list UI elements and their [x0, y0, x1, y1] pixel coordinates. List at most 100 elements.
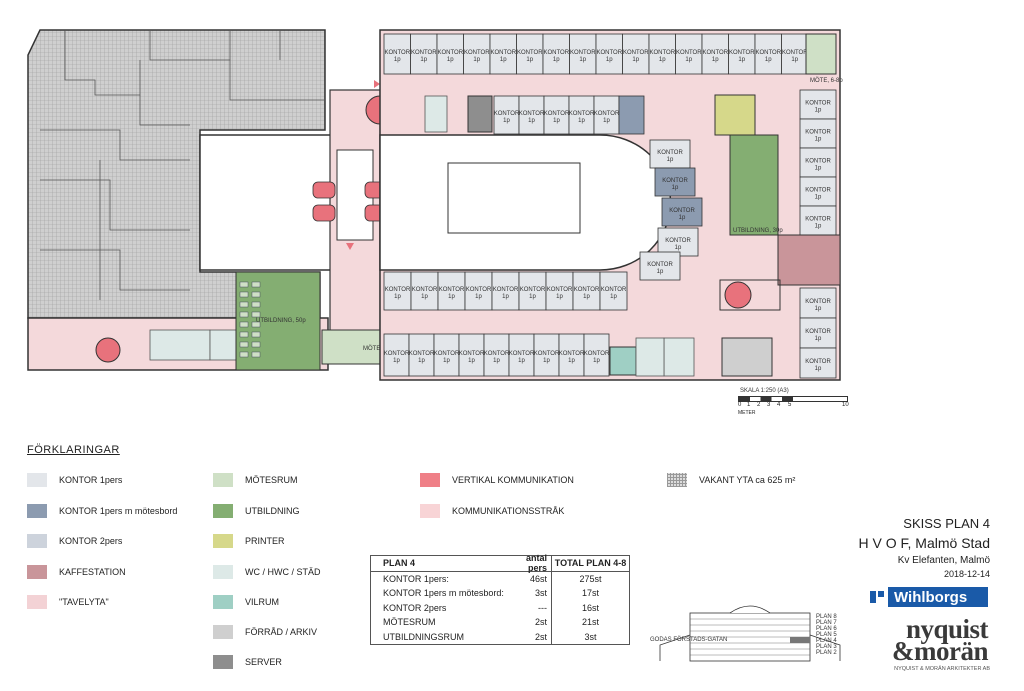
legend-item: VERTIKAL KOMMUNIKATION: [420, 472, 574, 488]
office-label: KONTOR: [570, 50, 596, 56]
legend-item: KAFFESTATION: [27, 564, 126, 580]
scale-tick: 1: [747, 402, 751, 408]
office-label: KONTOR: [657, 150, 683, 156]
legend-item: KONTOR 1pers m mötesbord: [27, 503, 177, 519]
svg-text:PLAN 8: PLAN 8: [816, 614, 837, 620]
wihlborgs-text: Wihlborgs: [894, 588, 968, 606]
office-room: [489, 33, 517, 75]
room-mote-6p: [321, 329, 383, 365]
legend-swatch: [27, 504, 47, 518]
legend-swatch: [213, 534, 233, 548]
label-mote-top: MÖTE, 6-8p: [810, 77, 843, 84]
office-size: 1p: [420, 57, 427, 63]
legend-label: PRINTER: [245, 536, 285, 546]
legend-label: KONTOR 2pers: [59, 536, 123, 546]
office-room: [433, 333, 460, 377]
office-room: [569, 33, 597, 75]
scale-tick: 3: [767, 402, 771, 408]
office-label: KONTOR: [464, 50, 490, 56]
office-room: [545, 271, 574, 311]
office-size: 1p: [632, 57, 639, 63]
scale-tick: 0: [738, 402, 742, 408]
office-size: 1p: [672, 185, 679, 191]
table-cell: KONTOR 2pers: [383, 602, 447, 613]
summary-table: PLAN 4 antal pers TOTAL PLAN 4-8 KONTOR …: [370, 553, 630, 645]
svg-text:PLAN 2: PLAN 2: [816, 650, 837, 656]
legend-label: UTBILDNING: [245, 506, 300, 516]
legend-label: MÖTESRUM: [245, 475, 298, 485]
office-room: [599, 271, 628, 311]
table-row: KONTOR 2pers---16st: [371, 600, 629, 615]
scale-ticks: 0 1 2 3 4 5 10 METER: [738, 396, 849, 418]
office-room: [799, 317, 837, 349]
table-cell: 3st: [551, 629, 629, 644]
office-size: 1p: [421, 294, 428, 300]
legend-item: KONTOR 1pers: [27, 472, 122, 488]
office-room: [436, 33, 464, 75]
office-room: [618, 95, 645, 135]
legend-swatch: [27, 473, 47, 487]
office-size: 1p: [543, 358, 550, 364]
office-room: [799, 205, 837, 236]
office-room: [383, 333, 410, 377]
office-label: KONTOR: [782, 50, 808, 56]
office-size: 1p: [765, 57, 772, 63]
table-cell: KONTOR 1pers:: [383, 573, 449, 584]
office-size: 1p: [593, 358, 600, 364]
office-room: [491, 271, 520, 311]
scale-tick: 4: [777, 402, 781, 408]
office-size: 1p: [659, 57, 666, 63]
legend-swatch: [213, 565, 233, 579]
office-room: [657, 227, 699, 257]
office-size: 1p: [579, 57, 586, 63]
table-header-cell: antal pers: [525, 553, 547, 574]
office-room: [593, 95, 620, 135]
office-room: [781, 33, 809, 75]
legend-label: "TAVELYTA": [59, 597, 109, 607]
office-room: [799, 287, 837, 319]
table-header-cell: TOTAL PLAN 4-8: [551, 556, 629, 571]
legend-item: PRINTER: [213, 533, 285, 549]
legend-item: MÖTESRUM: [213, 472, 298, 488]
office-label: KONTOR: [544, 111, 570, 117]
office-room: [410, 271, 439, 311]
office-label: KONTOR: [805, 217, 831, 223]
office-label: KONTOR: [559, 351, 585, 357]
office-label: KONTOR: [412, 287, 438, 293]
office-label: KONTOR: [662, 178, 688, 184]
legend-swatch: [213, 655, 233, 669]
office-size: 1p: [500, 57, 507, 63]
svg-text:PLAN 7: PLAN 7: [816, 620, 837, 626]
legend-label: FÖRRÅD / ARKIV: [245, 627, 318, 637]
table-header-cell: PLAN 4: [383, 558, 416, 569]
office-room: [493, 95, 520, 135]
office-size: 1p: [553, 118, 560, 124]
office-size: 1p: [675, 245, 682, 251]
office-room: [728, 33, 756, 75]
office-label: KONTOR: [805, 329, 831, 335]
drawing-title: SKISS PLAN 4: [903, 516, 990, 531]
svg-text:PLAN 5: PLAN 5: [816, 632, 837, 638]
office-room: [799, 118, 837, 149]
section-diagram: PLAN 8 PLAN 7 PLAN 6 PLAN 5 PLAN 4 PLAN …: [650, 605, 841, 662]
table-cell: KONTOR 1pers m mötesbord:: [383, 588, 504, 599]
legend-label: KOMMUNIKATIONSSTRÅK: [452, 506, 565, 516]
table-cell: 16st: [551, 600, 629, 615]
legend-swatch: [27, 595, 47, 609]
office-label: KONTOR: [466, 287, 492, 293]
office-size: 1p: [556, 294, 563, 300]
room-printer: [714, 94, 756, 136]
label-utbildning-right: UTBILDNING, 30p: [733, 228, 783, 234]
legend-label: SERVER: [245, 657, 282, 667]
office-room: [675, 33, 703, 75]
legend-label: KONTOR 1pers m mötesbord: [59, 506, 178, 516]
office-label: KONTOR: [411, 50, 437, 56]
nyquist-moran-sub: NYQUIST & MORÄN ARKITEKTER AB: [894, 666, 990, 672]
office-room: [518, 271, 547, 311]
office-room: [648, 33, 676, 75]
room-mote-6-8p: [805, 33, 837, 75]
office-room: [595, 33, 623, 75]
room-utbildning-30p: [729, 134, 779, 236]
scale-tick: 10: [842, 402, 849, 408]
